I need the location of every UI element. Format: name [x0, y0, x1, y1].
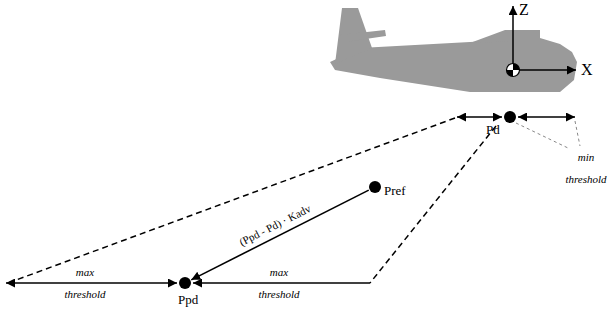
- point-label: Ppd: [178, 293, 198, 306]
- point-marker: Pd: [504, 111, 516, 123]
- x-axis: [513, 69, 576, 71]
- dashed-boundary: [8, 118, 455, 283]
- axis-label: X: [581, 62, 593, 78]
- cg-quadrant: [507, 70, 514, 77]
- min-threshold-arrow: [457, 116, 502, 118]
- dashed-boundary: [370, 126, 496, 283]
- cg-circle: [507, 64, 520, 77]
- dimension-arrows: [6, 117, 575, 283]
- threshold-label: max threshold: [56, 261, 114, 305]
- point-label: Pd: [486, 123, 500, 136]
- cg-quadrant: [513, 64, 520, 71]
- threshold-label: min threshold: [562, 146, 610, 190]
- leader-line: [516, 123, 568, 148]
- min-threshold-arrow: [518, 116, 575, 118]
- min-threshold-leaders: [516, 121, 580, 148]
- aircraft-silhouette: [330, 8, 577, 92]
- point-label: Pref: [384, 184, 406, 197]
- threshold-region: [8, 118, 496, 283]
- threshold-label: max threshold: [250, 261, 308, 305]
- max-threshold-arrow: [6, 282, 177, 284]
- point-marker: Pref: [369, 181, 381, 193]
- horizontal-stabilizer: [340, 30, 386, 42]
- cg-symbol: [507, 64, 520, 77]
- max-threshold-arrow: [193, 282, 370, 284]
- leader-line: [575, 121, 580, 146]
- z-axis: [512, 6, 514, 70]
- axis-label: Z: [519, 2, 529, 18]
- point-marker: Ppd: [179, 277, 191, 289]
- wing: [470, 30, 540, 43]
